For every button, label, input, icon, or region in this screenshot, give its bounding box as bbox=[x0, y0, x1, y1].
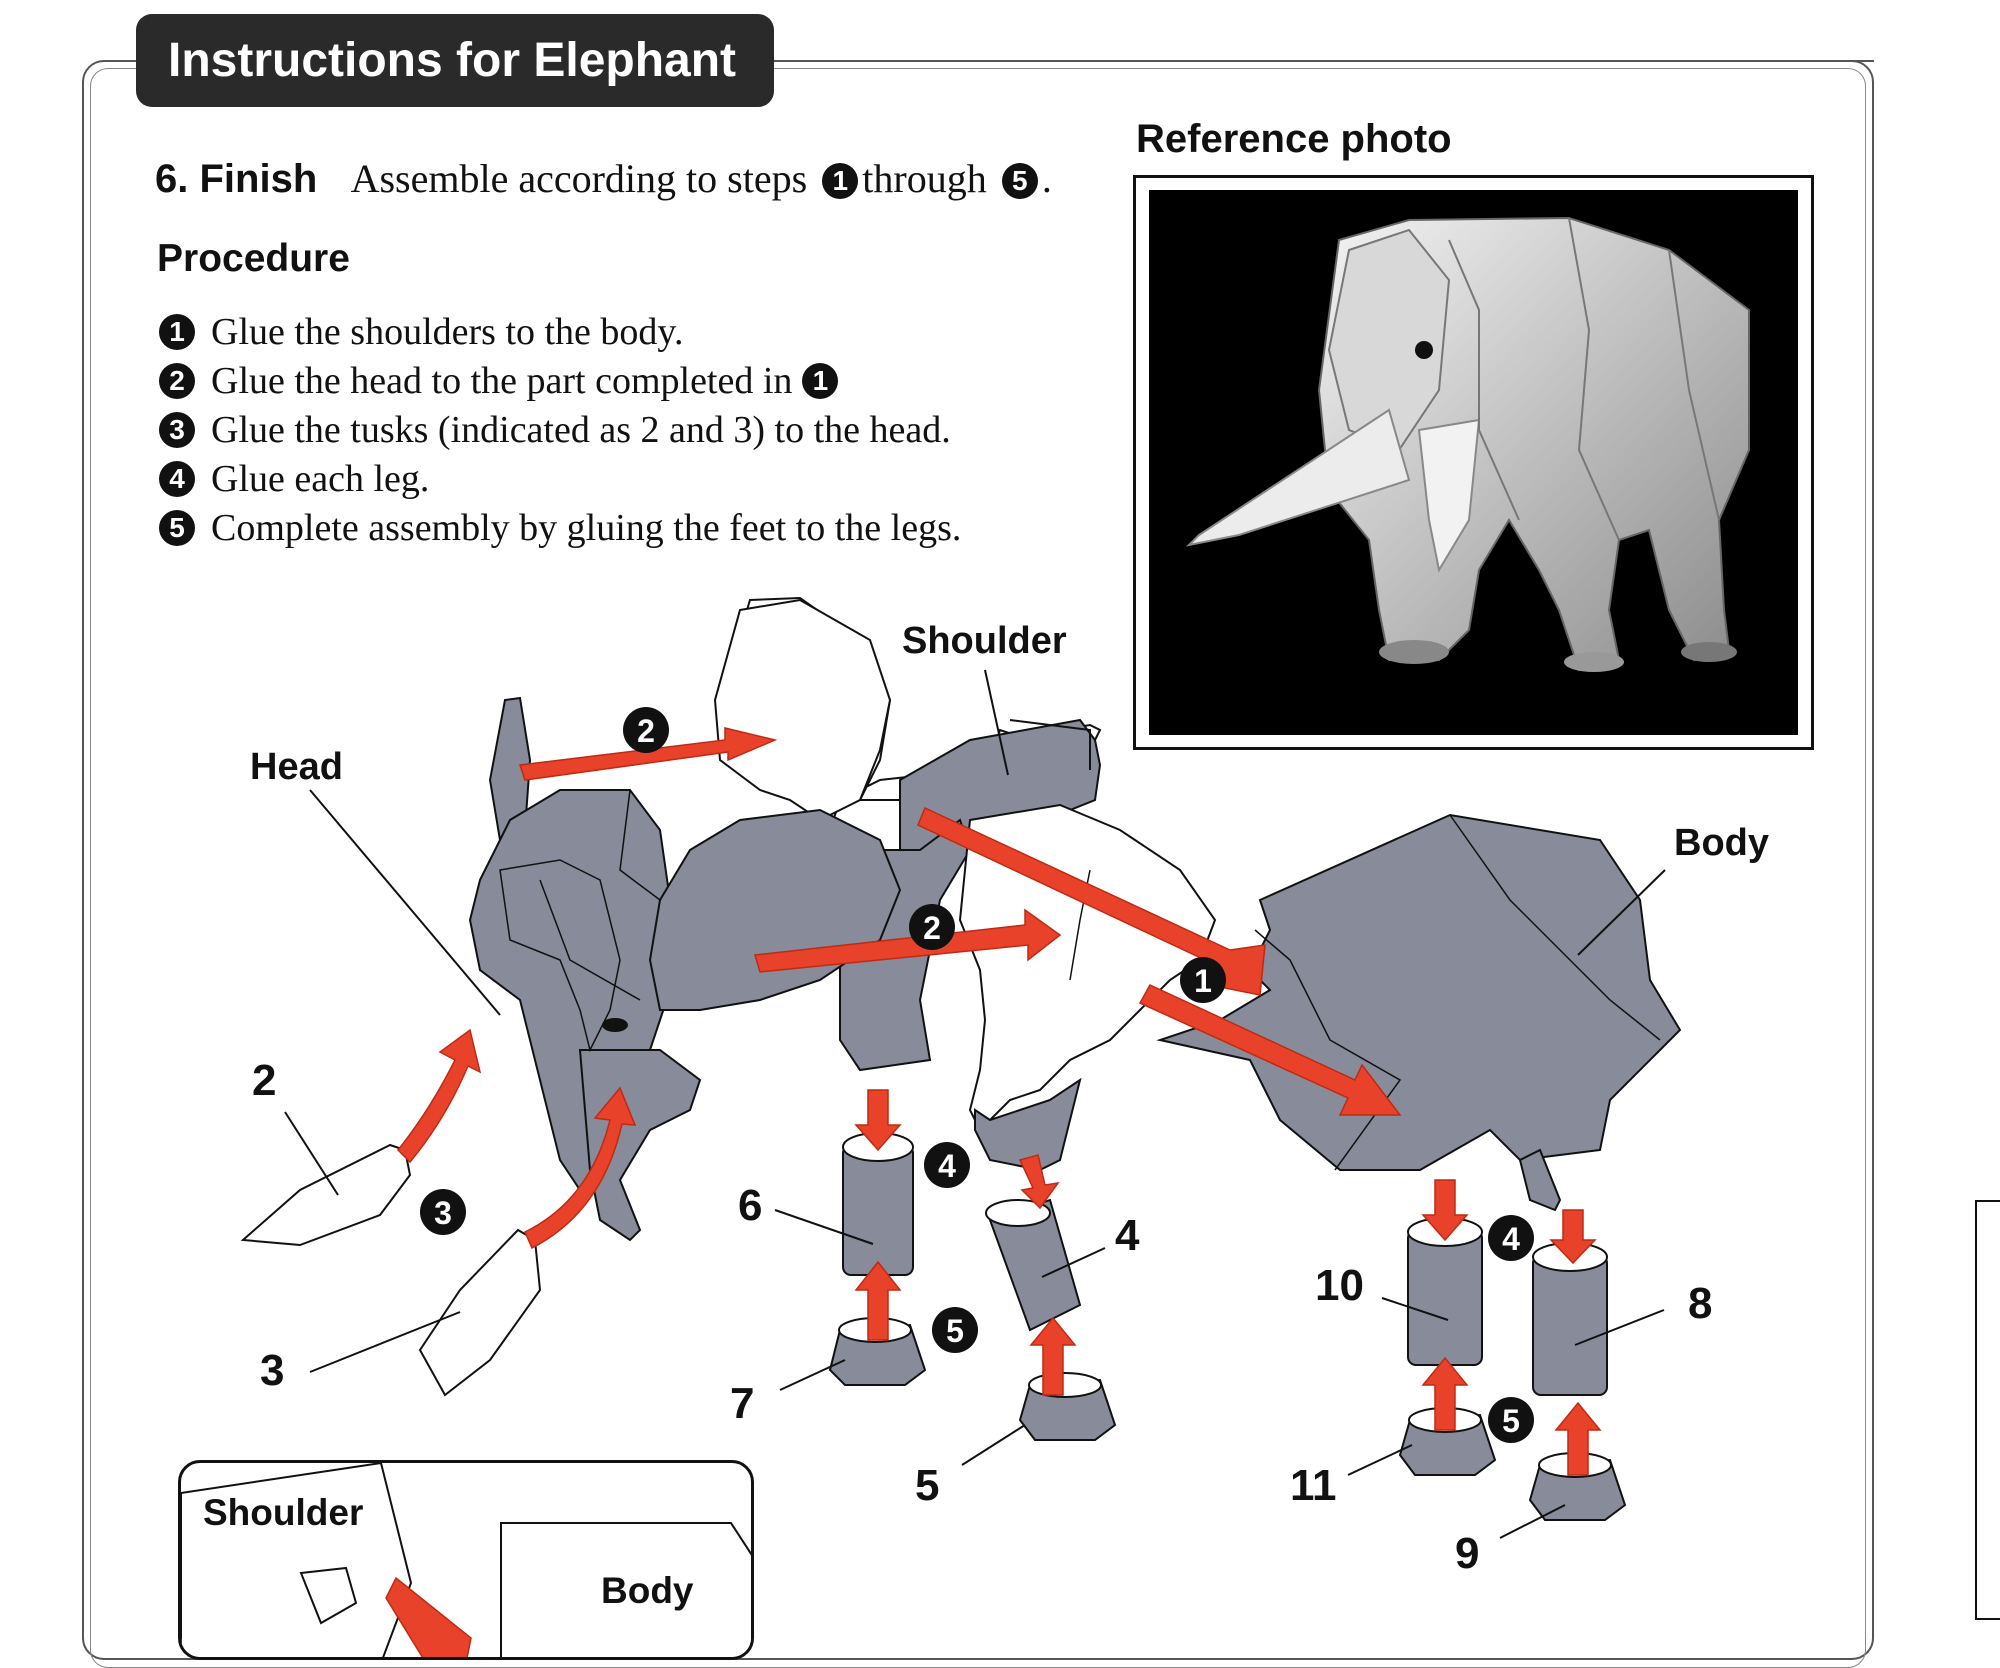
inset-label-shoulder: Shoulder bbox=[203, 1492, 363, 1533]
step-number: 6. Finish bbox=[155, 157, 318, 201]
step-marker-4: 4 bbox=[924, 1142, 970, 1188]
procedure-item: 5 Complete assembly by gluing the feet to… bbox=[157, 503, 961, 552]
leader-lines bbox=[284, 669, 1666, 1539]
procedure-marker: 4 bbox=[159, 460, 195, 497]
step-text-after: . bbox=[1041, 156, 1052, 201]
procedure-marker: 3 bbox=[159, 411, 195, 448]
assembly-diagram: Head Shoulder Body 2 3 6 7 4 5 10 11 8 9… bbox=[240, 596, 1769, 1578]
shoulder-part-front bbox=[958, 803, 1217, 1172]
procedure-text: Glue the tusks (indicated as 2 and 3) to… bbox=[211, 408, 951, 451]
label-part-8: 8 bbox=[1688, 1279, 1712, 1328]
arrow-shoulder-to-body-lower bbox=[1138, 984, 1402, 1116]
diagram-labels: Head Shoulder Body 2 3 6 7 4 5 10 11 8 9 bbox=[250, 620, 1769, 1578]
step-text-before: Assemble according to steps bbox=[350, 156, 808, 201]
arrow-foot-7 bbox=[854, 1260, 902, 1341]
detail-inset-drawing: Shoulder Body bbox=[181, 1463, 751, 1657]
svg-text:2: 2 bbox=[637, 713, 655, 749]
procedure-item: 1 Glue the shoulders to the body. bbox=[157, 307, 961, 356]
page-title-text: Instructions for Elephant bbox=[168, 34, 737, 87]
step-marker-5: 5 bbox=[932, 1307, 978, 1353]
label-part-2: 2 bbox=[252, 1056, 276, 1105]
arrow-leg-10 bbox=[1421, 1179, 1469, 1242]
procedure-text: Glue the head to the part completed in bbox=[211, 359, 793, 402]
assembly-arrows bbox=[396, 727, 1602, 1476]
procedure-item: 3 Glue the tusks (indicated as 2 and 3) t… bbox=[157, 405, 961, 454]
step-marker-2: 2 bbox=[623, 707, 669, 753]
step-to-marker: 5 bbox=[1001, 163, 1038, 200]
procedure-marker: 2 bbox=[159, 362, 195, 399]
svg-text:5: 5 bbox=[946, 1313, 964, 1349]
procedure-ref-marker: 1 bbox=[802, 362, 839, 399]
reference-photo bbox=[1149, 190, 1798, 735]
label-part-5: 5 bbox=[915, 1461, 939, 1510]
svg-text:2: 2 bbox=[923, 910, 941, 946]
arrow-foot-11 bbox=[1421, 1356, 1469, 1431]
procedure-text: Glue the shoulders to the body. bbox=[211, 310, 684, 353]
label-part-10: 10 bbox=[1315, 1261, 1364, 1310]
svg-text:1: 1 bbox=[1194, 963, 1212, 999]
leg-part-6 bbox=[842, 1144, 914, 1276]
arrow-tusk-2 bbox=[396, 1028, 482, 1164]
step-text-middle: through bbox=[862, 156, 987, 201]
arrow-foot-9 bbox=[1554, 1401, 1602, 1476]
foot-parts bbox=[828, 1317, 1627, 1521]
reference-photo-title: Reference photo bbox=[1136, 117, 1452, 161]
arrow-leg-8 bbox=[1549, 1209, 1597, 1265]
procedure-marker: 5 bbox=[159, 509, 195, 546]
svg-text:4: 4 bbox=[1502, 1221, 1520, 1257]
step-from-marker: 1 bbox=[822, 163, 859, 200]
step-markers: 2 2 1 3 4 4 5 5 bbox=[420, 707, 1534, 1443]
label-head: Head bbox=[250, 746, 343, 788]
adjacent-panel-edge bbox=[1975, 1200, 2000, 1620]
label-part-11: 11 bbox=[1290, 1461, 1337, 1510]
procedure-text: Glue each leg. bbox=[211, 457, 430, 500]
arrow-shoulder-to-body-upper bbox=[917, 806, 1266, 996]
label-body: Body bbox=[1674, 822, 1769, 864]
arrow-leg-4 bbox=[1018, 1154, 1060, 1210]
procedure-title: Procedure bbox=[157, 237, 350, 280]
header-rule bbox=[774, 60, 1874, 62]
label-shoulder: Shoulder bbox=[902, 620, 1067, 662]
step-marker-2: 2 bbox=[909, 904, 955, 950]
svg-text:3: 3 bbox=[434, 1195, 452, 1231]
label-part-4: 4 bbox=[1115, 1211, 1140, 1260]
svg-text:5: 5 bbox=[1502, 1403, 1520, 1439]
body-part bbox=[1156, 813, 1682, 1212]
inset-label-body: Body bbox=[601, 1570, 694, 1611]
step-marker-3: 3 bbox=[420, 1189, 466, 1235]
arrow-head-to-shoulder-upper bbox=[518, 727, 778, 781]
procedure-marker: 1 bbox=[159, 313, 195, 350]
arrow-foot-5 bbox=[1029, 1316, 1077, 1396]
tusk-part-3 bbox=[418, 1228, 542, 1397]
label-part-3: 3 bbox=[260, 1346, 284, 1395]
arrow-leg-6 bbox=[854, 1089, 902, 1152]
elephant-photo-illustration bbox=[1185, 216, 1750, 672]
step-marker-4: 4 bbox=[1488, 1215, 1534, 1261]
arrow-head-to-shoulder-lower bbox=[754, 908, 1062, 973]
reference-photo-frame bbox=[1133, 175, 1814, 750]
page-title: Instructions for Elephant bbox=[136, 14, 774, 107]
label-part-9: 9 bbox=[1455, 1529, 1479, 1578]
step-marker-1: 1 bbox=[1180, 957, 1226, 1003]
svg-text:4: 4 bbox=[938, 1148, 956, 1184]
step-marker-5: 5 bbox=[1488, 1397, 1534, 1443]
label-part-6: 6 bbox=[738, 1181, 762, 1230]
procedure-text: Complete assembly by gluing the feet to … bbox=[211, 506, 962, 549]
detail-inset: Shoulder Body bbox=[178, 1460, 754, 1660]
tusk-part-2 bbox=[240, 1143, 412, 1247]
arrow-tusk-3 bbox=[524, 1086, 637, 1250]
leg-part-8 bbox=[1532, 1254, 1608, 1396]
procedure-item: 4 Glue each leg. bbox=[157, 454, 961, 503]
leg-part-10 bbox=[1407, 1229, 1483, 1366]
label-part-7: 7 bbox=[730, 1379, 754, 1428]
